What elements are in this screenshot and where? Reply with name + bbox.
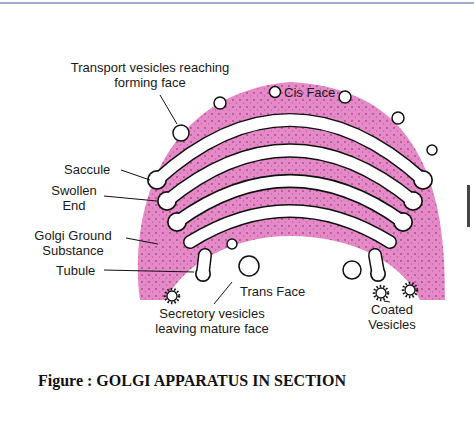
- part-label: Tubule: [56, 263, 95, 278]
- saccule-lumens: [157, 120, 423, 272]
- vesicle-label: Transport vesicles reaching forming face: [66, 60, 234, 90]
- part-label: Swollen End: [46, 183, 102, 213]
- vesicle-label: Coated Vesicles: [352, 302, 432, 332]
- figure-caption: Figure : GOLGI APPARATUS IN SECTION: [38, 372, 346, 390]
- top-rule: [0, 2, 474, 4]
- face-label: Trans Face: [240, 284, 305, 299]
- face-label: Cis Face: [284, 85, 335, 100]
- part-label: Golgi Ground Substance: [22, 228, 124, 258]
- part-label: Saccule: [64, 162, 110, 177]
- saccule-outlines: [157, 120, 423, 272]
- secretory-vesicles: [227, 239, 361, 279]
- leader-lines: [104, 95, 390, 304]
- vesicle-label: Secretory vesicles leaving mature face: [152, 306, 272, 336]
- side-bar: [467, 185, 470, 227]
- coated-vesicles: [165, 283, 417, 303]
- ground-substance: [138, 82, 445, 300]
- swollen-end-lumens: [149, 172, 432, 281]
